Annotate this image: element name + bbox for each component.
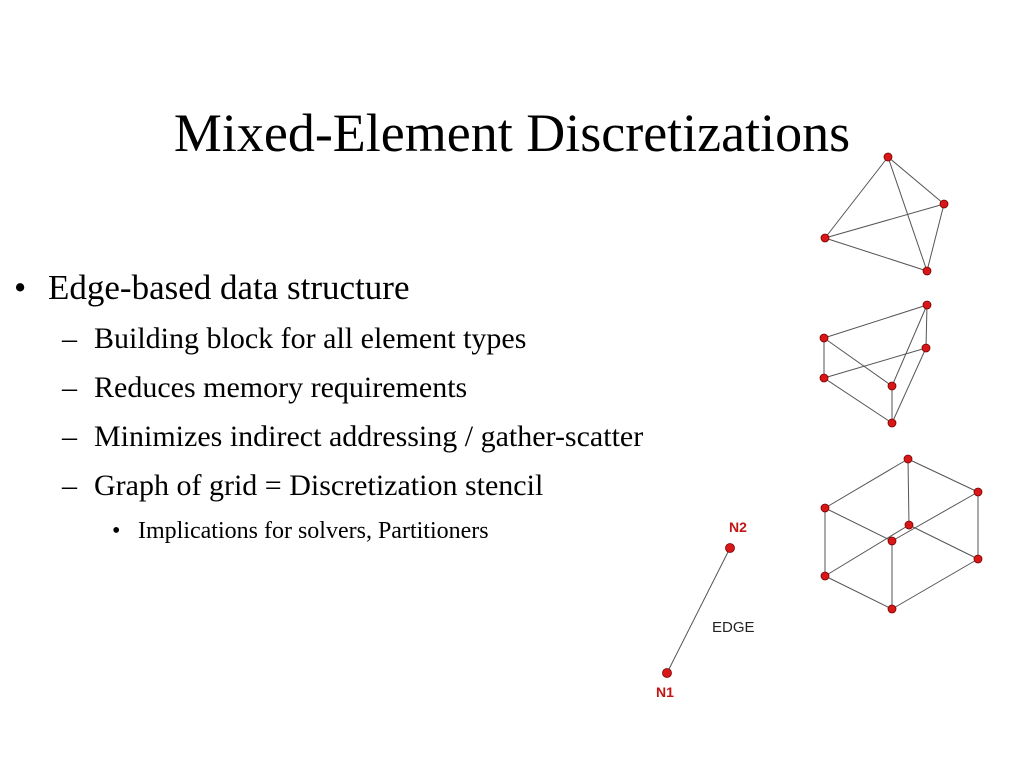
element-node [887, 536, 897, 546]
bullet-marker: • [14, 268, 27, 307]
dash-marker: – [62, 420, 77, 453]
element-edge [891, 558, 979, 610]
sub-bullet-text: Graph of grid = Discretization stencil [94, 469, 544, 502]
element-node [887, 381, 897, 391]
element-edge [823, 377, 893, 424]
prism-element [819, 300, 932, 428]
element-edge [907, 458, 979, 493]
element-edge [926, 203, 945, 272]
element-edge [824, 156, 889, 239]
element-node [820, 503, 830, 513]
sub-bullet-building-block: –Building block for all element types [62, 320, 526, 358]
element-edge [824, 524, 910, 577]
bullet-text: Edge-based data structure [48, 268, 410, 307]
dash-marker: – [62, 469, 77, 502]
node-n1-label: N1 [656, 684, 674, 700]
node-n1 [662, 668, 672, 678]
bullet-edge-based: • Edge-based data structure [14, 266, 410, 310]
sub-bullet-addressing: –Minimizes indirect addressing / gather-… [62, 418, 643, 456]
node-n2-label: N2 [729, 519, 747, 535]
sub-bullet-text: Reduces memory requirements [94, 371, 468, 404]
element-edge [891, 347, 927, 424]
element-edge [823, 304, 928, 339]
sub-bullet-text: Building block for all element types [94, 322, 527, 355]
node-n2 [725, 543, 735, 553]
element-node [819, 373, 829, 383]
element-node [939, 199, 949, 209]
element-node [819, 333, 829, 343]
tetrahedron-element [820, 152, 949, 276]
sub-sub-bullet-text: Implications for solvers, Partitioners [138, 518, 489, 544]
edge-line [666, 547, 731, 674]
element-node [903, 454, 913, 464]
element-node [904, 520, 914, 530]
element-edge [823, 347, 927, 379]
bullet-marker: • [112, 518, 121, 544]
sub-bullet-memory: –Reduces memory requirements [62, 369, 467, 407]
hexahedron-element [820, 454, 983, 614]
edge-label: EDGE [712, 619, 755, 636]
element-node [973, 487, 983, 497]
element-node [820, 571, 830, 581]
element-node [922, 266, 932, 276]
element-edge [925, 304, 928, 349]
dash-marker: – [62, 322, 77, 355]
element-edge [824, 575, 893, 610]
element-edge [891, 491, 979, 542]
element-edge [891, 304, 928, 387]
sub-sub-bullet-implications: • Implications for solvers, Partitioners [112, 516, 489, 546]
element-node [973, 554, 983, 564]
element-edge [887, 156, 928, 272]
single-edge-diagram: N2 N1 EDGE [656, 519, 755, 700]
element-edge [907, 458, 910, 526]
element-edge [823, 337, 893, 387]
element-edge [824, 237, 928, 272]
element-node [922, 300, 932, 310]
element-edge [824, 203, 945, 239]
element-edge [824, 507, 893, 542]
element-node [820, 233, 830, 243]
element-node [887, 418, 897, 428]
element-node [921, 343, 931, 353]
element-edge [824, 458, 909, 509]
sub-bullet-graph: –Graph of grid = Discretization stencil [62, 467, 543, 505]
dash-marker: – [62, 371, 77, 404]
slide-title: Mixed-Element Discretizations [173, 103, 851, 163]
element-edge [908, 524, 979, 560]
element-node [887, 604, 897, 614]
sub-bullet-text: Minimizes indirect addressing / gather-s… [94, 420, 644, 453]
